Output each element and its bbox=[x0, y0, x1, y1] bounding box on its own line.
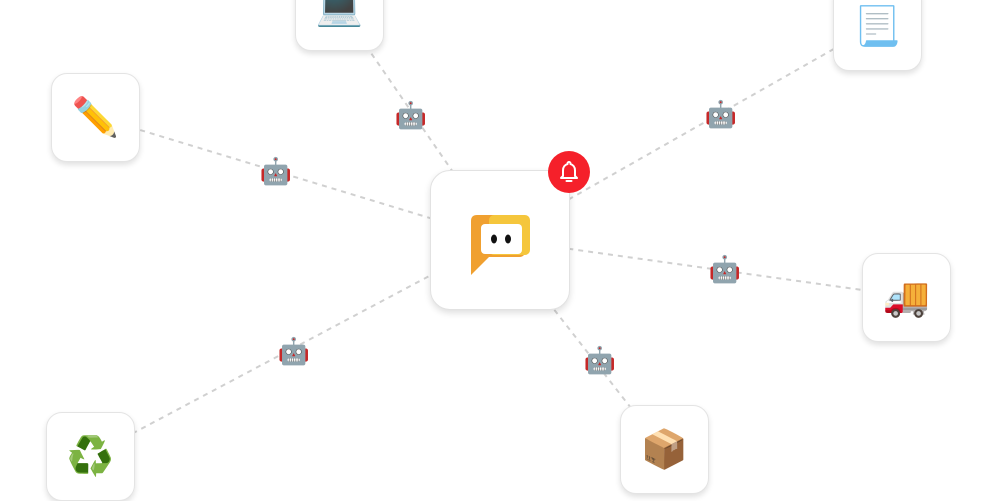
package-icon: 📦 bbox=[640, 427, 689, 471]
laptop-icon: 💻 bbox=[315, 0, 364, 28]
robot-icon: 🤖 bbox=[277, 337, 311, 367]
document-card[interactable]: 📃 bbox=[833, 0, 922, 71]
robot-icon: 🤖 bbox=[583, 346, 617, 376]
robot-icon: 🤖 bbox=[394, 101, 428, 131]
robot-icon: 🤖 bbox=[259, 157, 293, 187]
pencil-card[interactable]: ✏️ bbox=[51, 73, 140, 162]
notification-badge[interactable] bbox=[548, 151, 590, 193]
document-icon: 📃 bbox=[853, 4, 902, 48]
hub-card[interactable] bbox=[430, 170, 570, 310]
chat-logo-icon bbox=[471, 215, 530, 275]
bell-icon bbox=[560, 161, 578, 182]
recycle-card[interactable]: ♻️ bbox=[46, 412, 135, 501]
robot-icon: 🤖 bbox=[704, 100, 738, 130]
recycle-icon: ♻️ bbox=[66, 434, 115, 478]
robot-icon: 🤖 bbox=[708, 255, 742, 285]
line-truck bbox=[498, 238, 906, 297]
truck-card[interactable]: 🚚 bbox=[862, 253, 951, 342]
laptop-card[interactable]: 💻 bbox=[295, 0, 384, 51]
line-recycle bbox=[89, 238, 500, 457]
truck-icon: 🚚 bbox=[882, 275, 931, 319]
pencil-icon: ✏️ bbox=[71, 95, 120, 139]
line-laptop bbox=[337, 4, 500, 240]
package-card[interactable]: 📦 bbox=[620, 405, 709, 494]
